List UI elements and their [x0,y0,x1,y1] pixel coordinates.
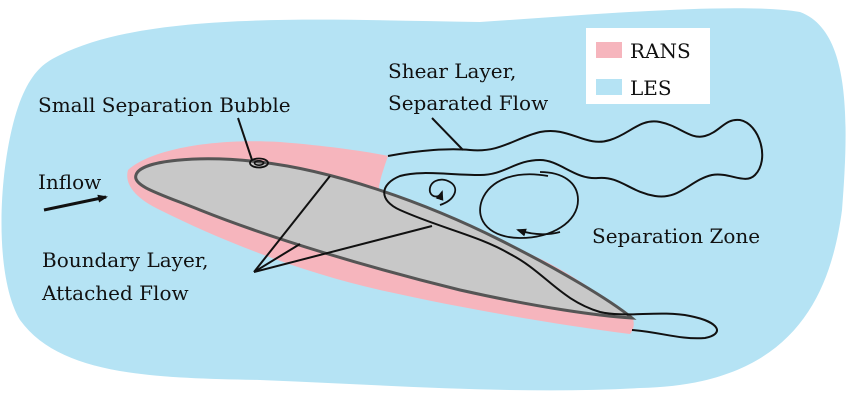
shear-layer-line [383,118,764,340]
label-boundary-layer-1: Boundary Layer, [42,248,209,272]
legend: RANS LES [586,28,710,104]
small-bubble-leader [237,117,253,161]
label-separation-zone: Separation Zone [592,224,760,248]
boundary-leader-1 [253,175,331,273]
boundary-leader-2 [253,243,301,273]
boundary-leader-3 [253,225,433,273]
small-separation-bubble [249,157,269,169]
label-shear-layer-2: Separated Flow [388,91,548,115]
legend-swatch-rans [596,42,622,58]
shear-layer-leader [431,117,464,151]
label-boundary-layer-2: Attached Flow [41,281,189,305]
legend-swatch-les [596,79,622,95]
large-vortex [479,171,579,239]
small-vortex [428,178,457,206]
inflow-arrow [43,194,108,212]
legend-label-rans: RANS [630,39,691,63]
label-small-bubble: Small Separation Bubble [38,93,291,117]
legend-label-les: LES [630,76,672,100]
label-inflow: Inflow [38,170,101,194]
label-shear-layer-1: Shear Layer, [388,59,516,83]
